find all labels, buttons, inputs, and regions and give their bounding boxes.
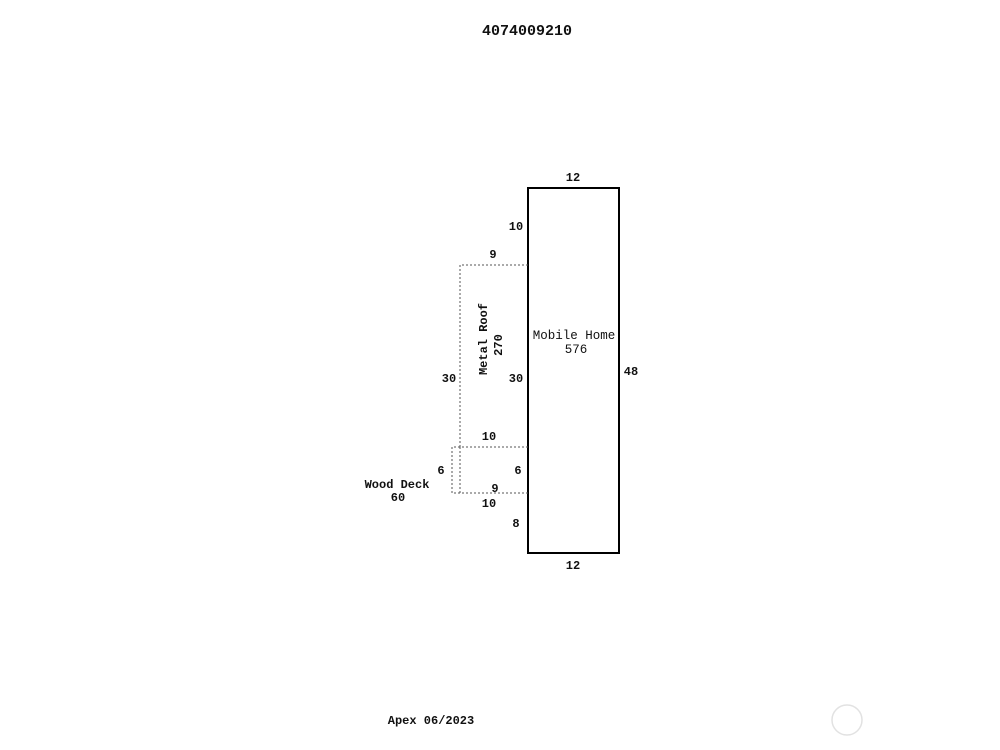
parcel-number: 4074009210: [482, 23, 572, 40]
footer-text: Apex 06/2023: [388, 714, 474, 728]
metal-roof-area: 270: [492, 334, 506, 356]
metal-roof-name: Metal Roof: [477, 303, 491, 375]
wood-deck-outline: [451, 446, 528, 494]
dim-mh-left-middle: 30: [509, 372, 523, 386]
dim-deck-left: 6: [437, 464, 444, 478]
wood-deck-name: Wood Deck: [365, 478, 430, 492]
mobile-home-area: 576: [565, 343, 588, 357]
dim-mh-left-bottom: 8: [512, 517, 519, 531]
dim-mh-top: 12: [566, 171, 580, 185]
dim-mh-bottom: 12: [566, 559, 580, 573]
watermark-circle-icon: [831, 704, 863, 736]
dim-deck-inner-width: 9: [491, 482, 498, 496]
dim-mh-right: 48: [624, 365, 638, 379]
mobile-home-outline: [527, 187, 620, 554]
dim-roof-top: 9: [489, 248, 496, 262]
dim-mh-left-upper: 10: [509, 220, 523, 234]
dim-mh-left-lower: 6: [514, 464, 521, 478]
wood-deck-area: 60: [391, 491, 405, 505]
mobile-home-name: Mobile Home: [533, 329, 616, 343]
dim-roof-bottom: 10: [482, 430, 496, 444]
dim-roof-left: 30: [442, 372, 456, 386]
dim-deck-bottom: 10: [482, 497, 496, 511]
